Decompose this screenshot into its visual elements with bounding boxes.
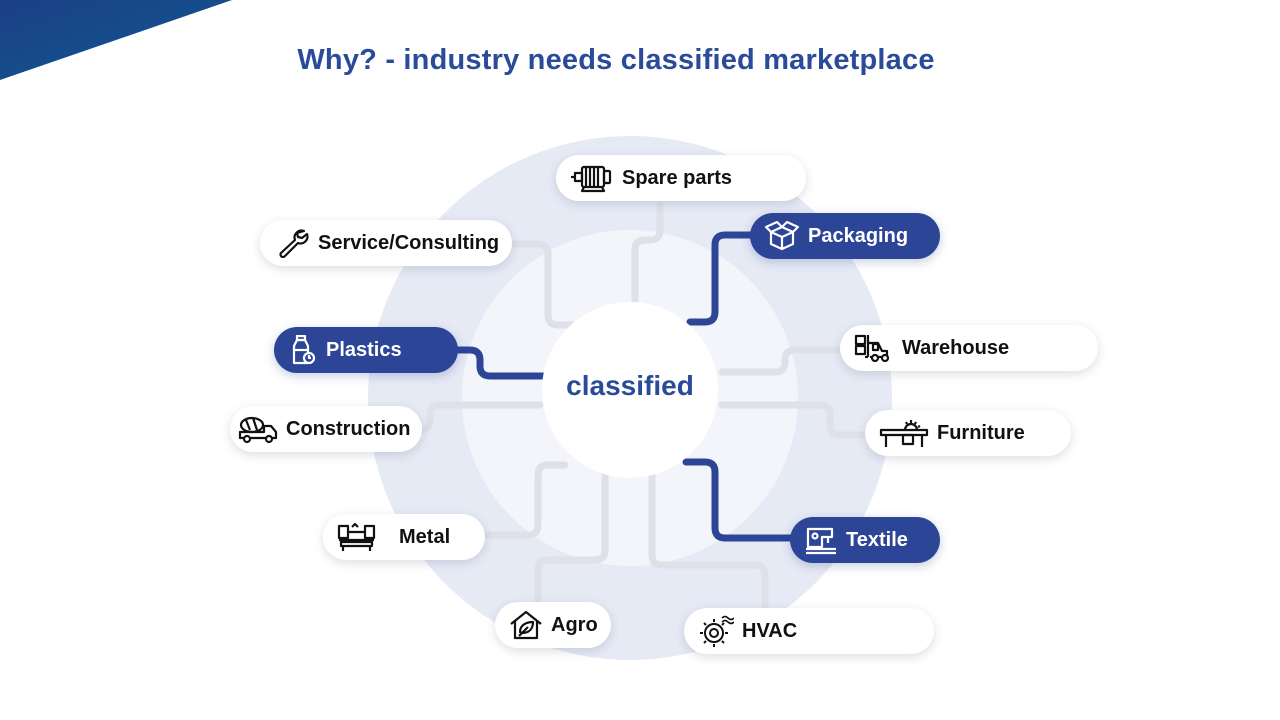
lathe-machine-icon [337, 522, 376, 551]
connector-service-consulting [506, 240, 582, 329]
category-label: Metal [399, 525, 451, 548]
connector-furniture [718, 401, 874, 439]
category-label: Service/Consulting [318, 231, 500, 254]
category-label: HVAC [742, 619, 798, 642]
category-metal[interactable]: Metal [323, 514, 485, 560]
category-furniture[interactable]: Furniture [865, 410, 1071, 456]
connector-hvac [648, 471, 769, 614]
category-hvac[interactable]: HVAC [684, 608, 934, 654]
category-label: Packaging [808, 224, 909, 247]
connector-agro [534, 471, 609, 616]
forklift-icon [854, 334, 890, 363]
category-label: Furniture [937, 421, 1025, 444]
category-label: Plastics [326, 338, 402, 361]
hvac-gear-icon [700, 615, 734, 647]
category-plastics[interactable]: Plastics [274, 327, 458, 373]
category-warehouse[interactable]: Warehouse [840, 325, 1098, 371]
category-label: Warehouse [902, 336, 1010, 359]
category-label: Spare parts [622, 166, 733, 189]
electric-motor-icon [571, 165, 612, 193]
category-label: Construction [286, 417, 411, 440]
table-saw-icon [879, 420, 929, 447]
leaf-house-icon [510, 610, 542, 640]
connector-plastics [451, 346, 552, 380]
center-label: classified [566, 370, 694, 401]
category-service-consulting[interactable]: Service/Consulting [260, 220, 512, 266]
category-packaging[interactable]: Packaging [750, 213, 940, 259]
category-label: Agro [551, 613, 598, 636]
connector-metal [481, 461, 569, 539]
open-box-icon [764, 221, 800, 251]
category-textile[interactable]: Textile [790, 517, 940, 563]
category-spare-parts[interactable]: Spare parts [556, 155, 806, 201]
corner-accent [0, 0, 232, 80]
page-title: Why? - industry needs classified marketp… [297, 44, 935, 76]
plastic-bottle-icon [292, 335, 316, 365]
connector-construction [411, 401, 544, 434]
connector-warehouse [718, 346, 849, 376]
category-label: Textile [846, 528, 908, 551]
connector-spare-parts [631, 201, 664, 304]
sewing-machine-icon [806, 527, 836, 555]
category-construction[interactable]: Construction [230, 406, 422, 452]
concrete-mixer-truck-icon [238, 416, 278, 444]
wrench-icon [279, 229, 309, 258]
center-hub [542, 302, 718, 478]
category-agro[interactable]: Agro [495, 602, 611, 648]
connector-packaging [686, 231, 764, 326]
connector-textile [682, 458, 799, 542]
